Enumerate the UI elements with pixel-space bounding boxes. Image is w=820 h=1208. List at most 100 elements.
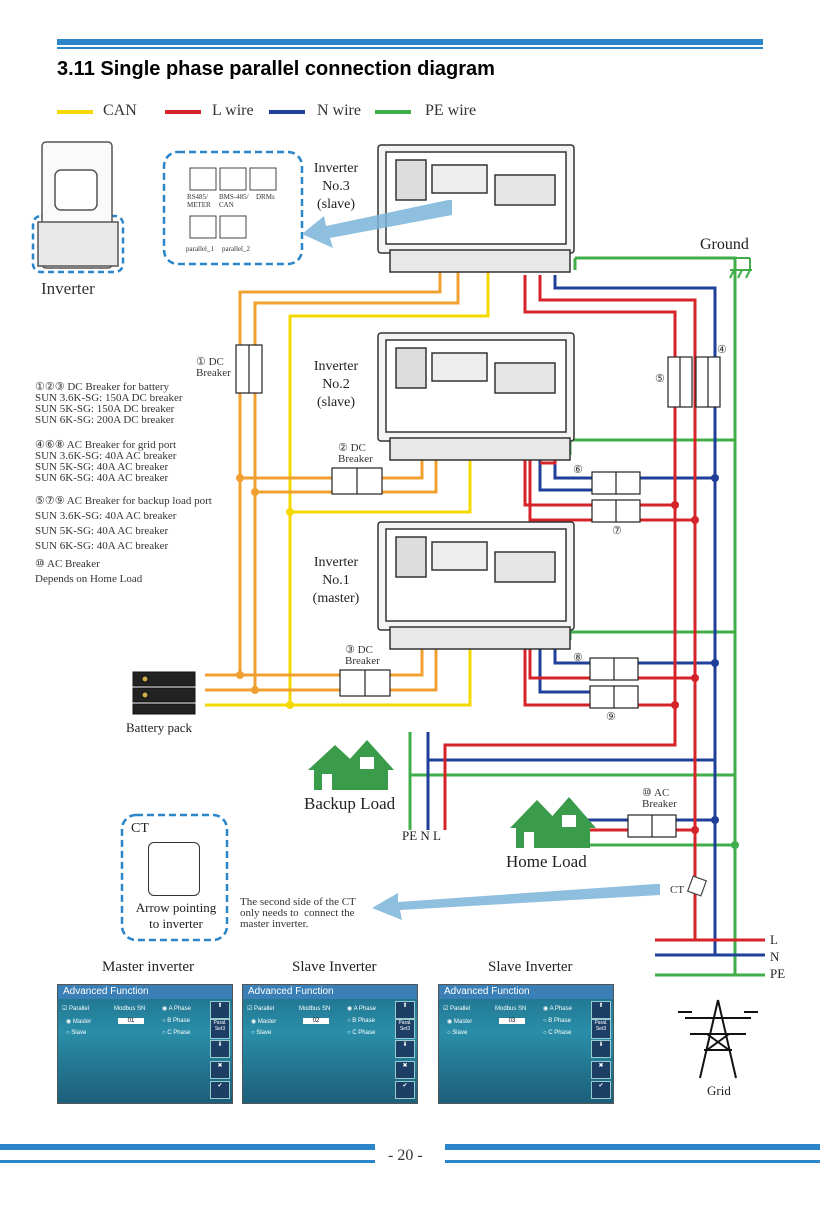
confirm-button[interactable]: ✔	[395, 1081, 415, 1099]
up-arrow-button[interactable]: ⬆	[395, 1001, 415, 1019]
breaker-2-label: ② DC Breaker	[338, 442, 373, 465]
radio-c-phase[interactable]: ○ C Phase	[543, 1030, 572, 1036]
radio-master[interactable]: ◉ Master	[66, 1019, 92, 1025]
slave-label: Slave	[256, 1030, 272, 1036]
radio-b-phase[interactable]: ○ B Phase	[162, 1018, 190, 1024]
footer-rule-right	[445, 1144, 820, 1150]
note-acg-3: SUN 6K-SG: 40A AC breaker	[35, 472, 169, 484]
note-acb-2: SUN 5K-SG: 40A AC breaker	[35, 525, 169, 537]
dc-breaker-3	[339, 669, 391, 697]
master-label: Master	[453, 1019, 473, 1025]
note-acb-1: SUN 3.6K-SG: 40A AC breaker	[35, 510, 177, 522]
ct-small-label: CT	[670, 884, 685, 896]
grid-feed	[655, 938, 765, 977]
paral-set-label: Paral. Set3	[395, 1019, 415, 1039]
ac-breaker-9	[589, 685, 639, 709]
home-load-house-icon	[510, 797, 596, 848]
master-label: Master	[72, 1019, 92, 1025]
cancel-button[interactable]: ✖	[210, 1061, 230, 1079]
backup-load-label: Backup Load	[304, 794, 396, 813]
ac-breaker-4	[695, 356, 721, 408]
ct-device-icon	[148, 842, 200, 896]
port-label-drms: DRMs	[256, 193, 275, 201]
legend-swatch-n	[269, 110, 305, 114]
breaker-1-label: ① DC Breaker	[196, 356, 231, 379]
radio-a-phase[interactable]: ◉ A Phase	[162, 1006, 191, 1012]
legend-label-pe: PE wire	[425, 102, 477, 119]
note-dc-0: ①②③ DC Breaker for battery	[35, 381, 170, 393]
screen-slave-2: Advanced Function ☑ Parallel ◉ Master ○ …	[438, 984, 614, 1104]
home-load-label: Home Load	[506, 852, 587, 871]
note-dc-2: SUN 5K-SG: 150A DC breaker	[35, 403, 175, 415]
ct-box-title: CT	[131, 821, 149, 836]
radio-a-phase[interactable]: ◉ A Phase	[347, 1006, 376, 1012]
checkbox-parallel[interactable]: ☑ Parallel	[62, 1006, 90, 1012]
breaker-10-label: ⑩ AC Breaker	[642, 787, 677, 810]
radio-master[interactable]: ◉ Master	[447, 1019, 473, 1025]
ct-box-caption: Arrow pointing to inverter	[135, 900, 217, 931]
dc-breaker-notes: ①②③ DC Breaker for battery SUN 3.6K-SG: …	[35, 382, 183, 426]
ports-callout-box	[162, 150, 304, 266]
radio-b-phase[interactable]: ○ B Phase	[347, 1018, 375, 1024]
up-arrow-button[interactable]: ⬆	[591, 1001, 611, 1019]
radio-slave[interactable]: ○ Slave	[447, 1030, 468, 1036]
note-acg-1: SUN 3.6K-SG: 40A AC breaker	[35, 450, 177, 462]
cancel-button[interactable]: ✖	[591, 1061, 611, 1079]
down-arrow-button[interactable]: ⬇	[395, 1040, 415, 1058]
down-arrow-button[interactable]: ⬇	[591, 1040, 611, 1058]
inverter-device-icon	[37, 141, 119, 269]
ac-home-notes: ⑩ AC Breaker Depends on Home Load	[35, 557, 142, 587]
inverter-1-label: Inverter No.1 (master)	[312, 555, 360, 606]
radio-master[interactable]: ◉ Master	[251, 1019, 277, 1025]
radio-b-phase[interactable]: ○ B Phase	[543, 1018, 571, 1024]
modbus-input[interactable]: 03	[499, 1018, 525, 1024]
ct-callout-box	[120, 813, 229, 942]
confirm-button[interactable]: ✔	[210, 1081, 230, 1099]
down-arrow-button[interactable]: ⬇	[210, 1040, 230, 1058]
legend-swatch-pe	[375, 110, 411, 114]
note-ach-1: Depends on Home Load	[35, 573, 143, 585]
inverter-icon-label: Inverter	[41, 279, 95, 298]
modbus-input[interactable]: 02	[303, 1018, 329, 1024]
checkbox-parallel[interactable]: ☑ Parallel	[247, 1006, 275, 1012]
grid-tower-icon	[678, 999, 758, 1079]
ac-breaker-7	[591, 499, 641, 523]
inverter-no1-box	[377, 521, 575, 650]
port-label-rs485: RS485/ METER	[187, 193, 211, 209]
a-phase-label: A Phase	[353, 1006, 376, 1012]
a-phase-label: A Phase	[549, 1006, 572, 1012]
radio-slave[interactable]: ○ Slave	[251, 1030, 272, 1036]
battery-wires	[205, 270, 460, 692]
ac-breaker-5	[667, 356, 693, 408]
checkbox-parallel[interactable]: ☑ Parallel	[443, 1006, 471, 1012]
footer-rule-right-2	[445, 1160, 820, 1163]
header-rule-thin	[57, 47, 763, 49]
up-arrow-button[interactable]: ⬆	[210, 1001, 230, 1019]
modbus-label: Modbus SN	[299, 1006, 331, 1012]
port-label-bms: BMS-485/ CAN	[219, 193, 249, 209]
note-acg-0: ④⑥⑧ AC Breaker for grid port	[35, 439, 177, 451]
radio-slave[interactable]: ○ Slave	[66, 1030, 87, 1036]
b-phase-label: B Phase	[167, 1018, 190, 1024]
ac-grid-notes: ④⑥⑧ AC Breaker for grid port SUN 3.6K-SG…	[35, 440, 176, 484]
note-acb-0: ⑤⑦⑨ AC Breaker for backup load port	[35, 495, 212, 507]
legend: CAN L wire N wire PE wire	[57, 102, 497, 124]
radio-a-phase[interactable]: ◉ A Phase	[543, 1006, 572, 1012]
radio-c-phase[interactable]: ○ C Phase	[347, 1030, 376, 1036]
confirm-button[interactable]: ✔	[591, 1081, 611, 1099]
paral-set-label: Paral. Set3	[210, 1019, 230, 1039]
ct-clamp-icon	[686, 875, 708, 897]
note-dc-3: SUN 6K-SG: 200A DC breaker	[35, 414, 175, 426]
port-icons	[189, 167, 277, 239]
master-label: Master	[257, 1019, 277, 1025]
modbus-label: Modbus SN	[114, 1006, 146, 1012]
cancel-button[interactable]: ✖	[395, 1061, 415, 1079]
legend-label-can: CAN	[103, 102, 137, 119]
breaker-5-label: ⑤	[655, 373, 665, 385]
radio-c-phase[interactable]: ○ C Phase	[162, 1030, 191, 1036]
parallel-label: Parallel	[450, 1006, 471, 1012]
inverter-no2-box	[377, 332, 575, 461]
breaker-6-label: ⑥	[573, 464, 583, 476]
modbus-input[interactable]: 01	[118, 1018, 144, 1024]
screen-slave-1: Advanced Function ☑ Parallel ◉ Master ○ …	[242, 984, 418, 1104]
